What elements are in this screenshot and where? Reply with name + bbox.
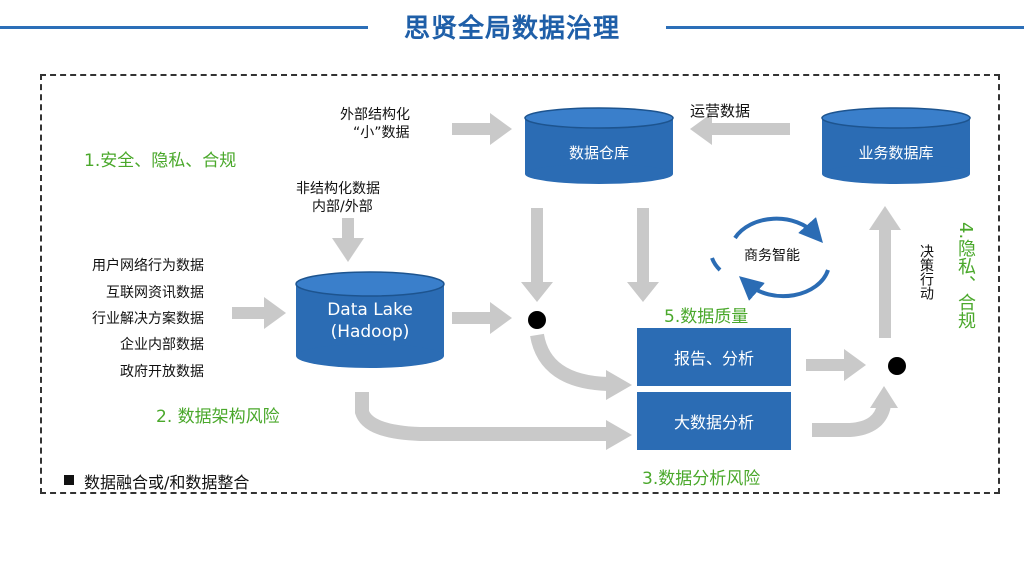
page-title: 思贤全局数据治理 xyxy=(403,14,620,44)
junction-dot-left xyxy=(528,311,546,329)
external-structured-line2: “小”数据 xyxy=(353,125,410,141)
source-list-item: 用户网络行为数据 xyxy=(92,258,204,274)
bigdata-analysis-box: 大数据分析 xyxy=(637,392,791,450)
data-lake-cylinder xyxy=(295,271,445,368)
diagram-frame xyxy=(40,74,1000,494)
source-list-item: 行业解决方案数据 xyxy=(92,311,204,327)
arrow-lake-to-node xyxy=(452,302,512,334)
arrow-warehouse-down-left xyxy=(521,208,553,302)
arrow-unstructured-to-lake xyxy=(332,218,364,262)
arrow-sources-to-lake xyxy=(232,297,286,329)
bi-label: 商务智能 xyxy=(744,248,800,264)
unstructured-line2: 内部/外部 xyxy=(312,199,373,215)
decision-label: 决策行动 xyxy=(918,244,934,300)
source-list-item: 互联网资讯数据 xyxy=(106,285,204,301)
datalake-label-line1: Data Lake xyxy=(327,300,413,320)
arrow-report-to-node xyxy=(806,349,866,381)
business-db-label: 业务数据库 xyxy=(858,144,934,162)
title-rule-right xyxy=(666,26,1024,29)
arrow-warehouse-down-right xyxy=(627,208,659,302)
arrow-business-to-warehouse xyxy=(690,113,790,145)
source-list-item: 政府开放数据 xyxy=(120,364,204,380)
arrow-bigdata-to-node xyxy=(812,403,891,437)
footer-note: 数据融合或/和数据整合 xyxy=(84,473,250,492)
ops-data-label: 运营数据 xyxy=(690,102,751,120)
datalake-label-line2: (Hadoop) xyxy=(330,322,410,342)
bi-cycle-icon xyxy=(710,216,830,301)
report-analysis-box: 报告、分析 xyxy=(637,328,791,386)
arrow-node-to-report xyxy=(530,333,609,391)
warehouse-label: 数据仓库 xyxy=(568,144,629,162)
junction-dot-right xyxy=(888,357,906,375)
risk-architecture: 2. 数据架构风险 xyxy=(156,407,280,427)
external-structured-line1: 外部结构化 xyxy=(340,107,410,123)
title-rule-left xyxy=(0,26,368,29)
risk-data-quality: 5.数据质量 xyxy=(664,307,749,327)
source-list-item: 企业内部数据 xyxy=(120,337,204,353)
risk-security-privacy: 1.安全、隐私、合规 xyxy=(84,151,237,171)
arrow-decision-to-business xyxy=(869,206,901,338)
risk-privacy-compliance: 4.隐私、合规 xyxy=(955,222,976,330)
risk-analysis: 3.数据分析风险 xyxy=(642,469,761,489)
data-warehouse-cylinder xyxy=(524,107,674,184)
unstructured-line1: 非结构化数据 xyxy=(296,181,380,197)
bullet-square-icon xyxy=(64,475,74,485)
business-db-cylinder xyxy=(821,107,971,184)
arrow-external-to-warehouse xyxy=(452,113,512,145)
arrow-lake-to-bigdata xyxy=(355,392,608,441)
